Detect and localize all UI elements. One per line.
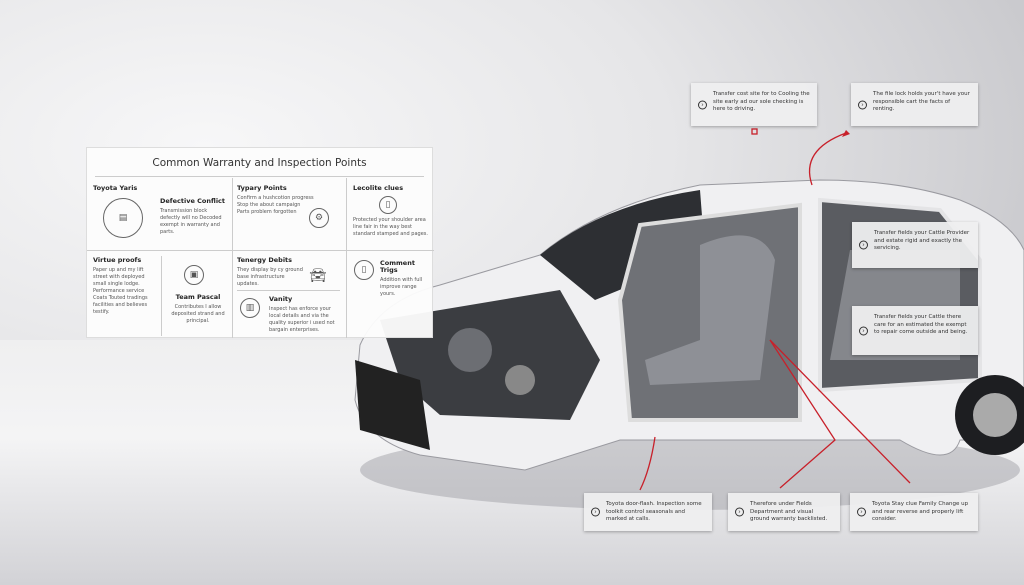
callout-2: ›The file lock holds your't have your re…: [851, 83, 978, 126]
panel-title: Common Warranty and Inspection Points: [95, 157, 424, 177]
info-icon: ›: [591, 507, 600, 517]
callout-4: ›Transfer fields your Cattle there care …: [852, 306, 978, 355]
engine-part: [448, 328, 492, 372]
callout-5: ›Toyota door-flash. Inspection some tool…: [584, 493, 712, 531]
info-icon: ›: [735, 507, 744, 517]
document-icon: ▤: [103, 198, 143, 238]
info-icon: ›: [859, 326, 868, 335]
picture-icon: ▣: [184, 265, 204, 285]
inspection-icon: ⚙: [309, 208, 329, 228]
cell-typary-points: Typary Points Confirm a hushcotion progr…: [237, 184, 314, 216]
car-icon: 🚘︎: [309, 268, 327, 284]
front-seat: [645, 235, 775, 385]
arrow-head: [842, 130, 850, 137]
windshield: [540, 190, 705, 300]
callout-7: ›Toyota Stay clue Family Change up and r…: [850, 493, 978, 531]
lock-icon: ▥: [240, 298, 260, 318]
info-icon: ›: [698, 100, 707, 109]
info-icon: ›: [859, 240, 868, 250]
divider: [232, 178, 233, 338]
fuel-icon: ▯: [379, 196, 397, 214]
info-icon: ›: [857, 507, 866, 517]
divider: [87, 250, 434, 251]
divider: [161, 256, 162, 336]
callout-1: ›Transfer cost site for to Cooling the s…: [691, 83, 817, 126]
divider: [237, 290, 340, 291]
phone-icon: ▯: [354, 260, 374, 280]
cell-toyota-yaris: Toyota Yaris: [93, 184, 138, 192]
warranty-info-panel: Common Warranty and Inspection Points To…: [86, 147, 434, 338]
callout-leader-lines: [639, 132, 911, 491]
marker-square: [751, 128, 758, 135]
info-icon: ›: [858, 100, 867, 109]
callout-3: ›Transfer fields your Cattle Provider an…: [852, 222, 978, 268]
front-grille: [355, 360, 430, 450]
engine-part: [505, 365, 535, 395]
divider: [346, 178, 347, 338]
rear-wheel-rim: [973, 393, 1017, 437]
callout-6: ›Therefore under Fields Department and v…: [728, 493, 840, 531]
